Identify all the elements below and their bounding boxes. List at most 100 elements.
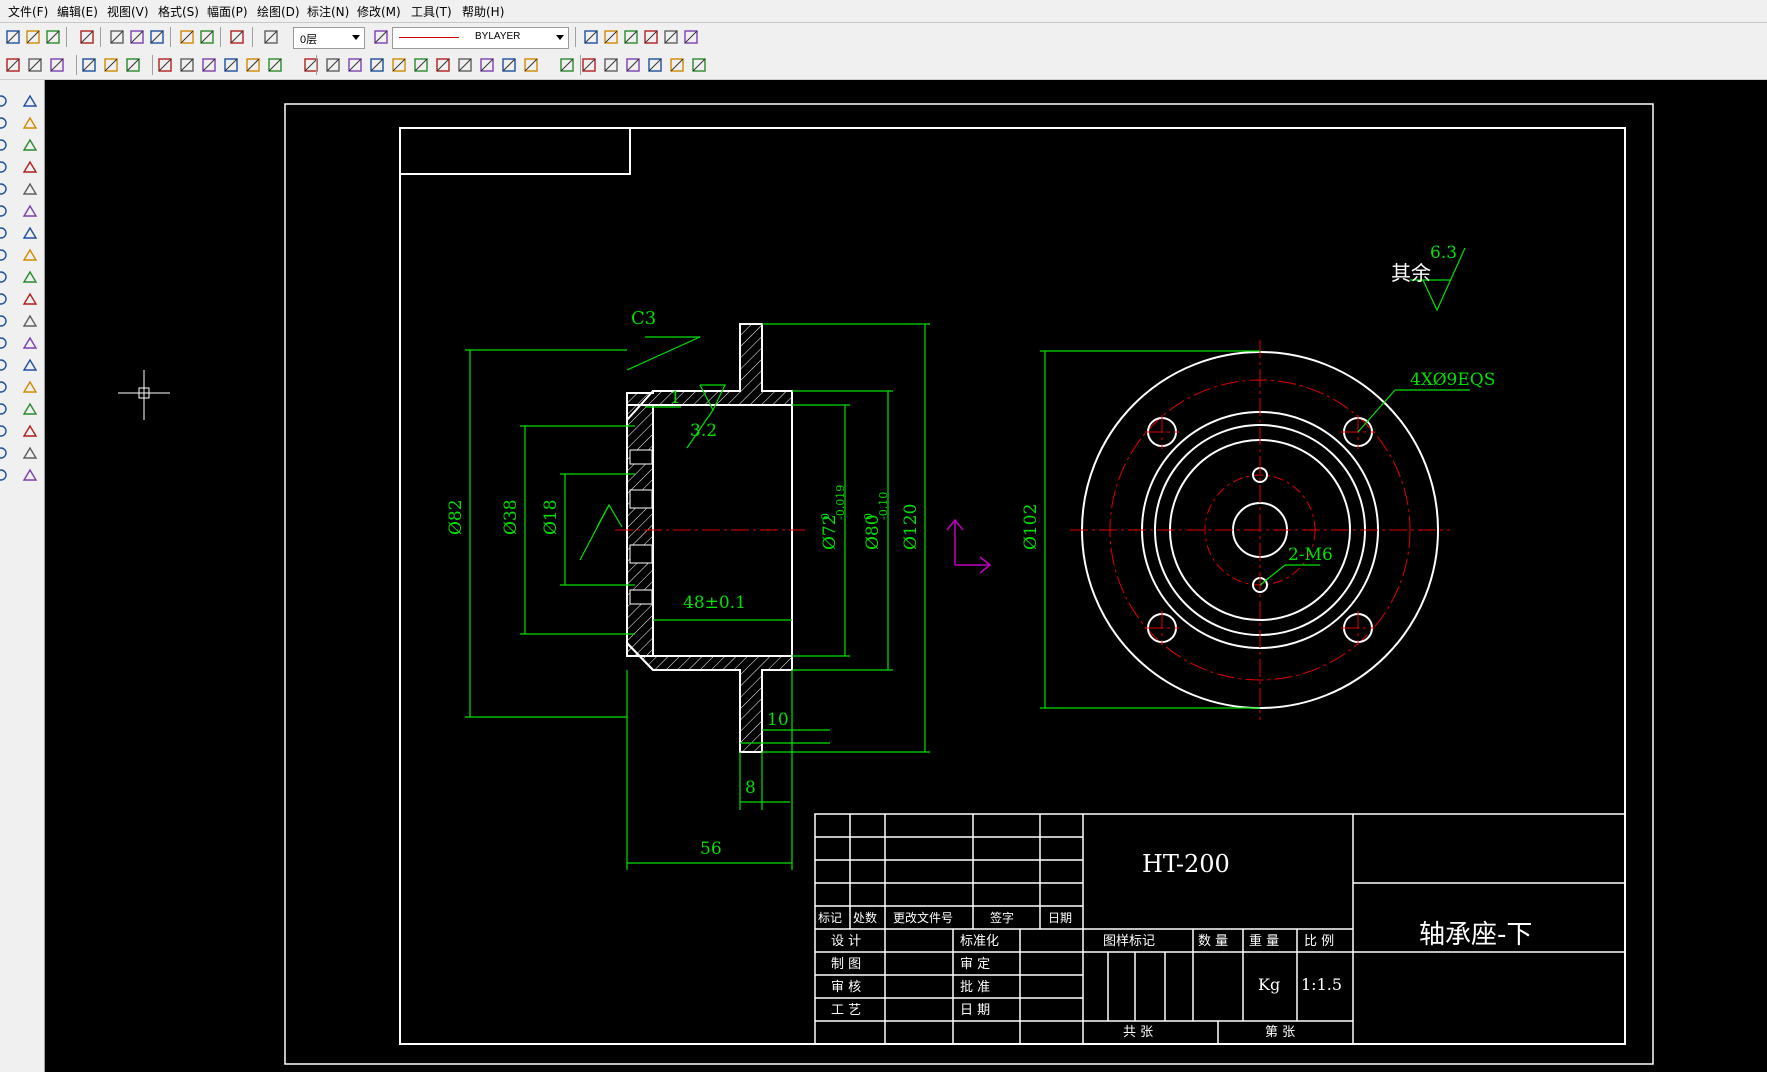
chevron-down-icon[interactable] <box>352 35 360 40</box>
trim-icon[interactable] <box>21 246 39 264</box>
ellipse-icon[interactable] <box>0 224 10 242</box>
undo-icon[interactable] <box>178 28 196 46</box>
print-icon[interactable] <box>78 28 96 46</box>
dim-edit-icon[interactable] <box>500 56 518 74</box>
block-icon[interactable] <box>124 56 142 74</box>
paste-icon[interactable] <box>148 28 166 46</box>
drawing-canvas[interactable]: C3 1 3.2 Ø82 Ø38 Ø18 48±0.1 Ø72 0 -0.019… <box>45 80 1767 1072</box>
new-file-icon[interactable] <box>4 28 22 46</box>
linetype-icon[interactable] <box>372 28 390 46</box>
arc-icon[interactable] <box>0 158 10 176</box>
center-mark-icon[interactable] <box>0 466 10 484</box>
align-icon[interactable] <box>21 422 39 440</box>
menu-draw[interactable]: 绘图(D) <box>257 5 300 19</box>
menu-format[interactable]: 格式(S) <box>158 5 199 19</box>
menu-dimension[interactable]: 标注(N) <box>307 5 350 19</box>
zoom-prev-icon[interactable] <box>668 56 686 74</box>
dim-ordinate-icon[interactable] <box>390 56 408 74</box>
snap-icon[interactable] <box>582 28 600 46</box>
explode-icon[interactable] <box>21 356 39 374</box>
help-icon[interactable] <box>228 28 246 46</box>
erase-icon[interactable] <box>21 92 39 110</box>
layer-combo[interactable]: 0层 <box>293 27 365 49</box>
dim-diameter-icon[interactable] <box>368 56 386 74</box>
polyline-icon[interactable] <box>0 312 10 330</box>
hatch-icon[interactable] <box>0 290 10 308</box>
redraw-icon[interactable] <box>602 56 620 74</box>
wipeout-icon[interactable] <box>0 444 10 462</box>
donut-icon[interactable] <box>0 268 10 286</box>
menu-modify[interactable]: 修改(M) <box>357 5 401 19</box>
menu-tools[interactable]: 工具(T) <box>411 5 452 19</box>
region-icon[interactable] <box>0 356 10 374</box>
redo-icon[interactable] <box>198 28 216 46</box>
point-icon[interactable] <box>0 378 10 396</box>
dim-baseline-icon[interactable] <box>412 56 430 74</box>
offset-icon[interactable] <box>21 378 39 396</box>
grid-icon[interactable] <box>642 28 660 46</box>
pan-icon[interactable] <box>558 56 576 74</box>
spline-icon[interactable] <box>178 56 196 74</box>
zoom-out-icon[interactable] <box>646 56 664 74</box>
properties-icon[interactable] <box>682 28 700 46</box>
line-icon[interactable] <box>0 92 10 110</box>
text-style-icon[interactable] <box>80 56 98 74</box>
ray-icon[interactable] <box>200 56 218 74</box>
circle-icon[interactable] <box>0 136 10 154</box>
insert-block-icon[interactable] <box>0 422 10 440</box>
chamfer-icon[interactable] <box>21 444 39 462</box>
scale-icon[interactable] <box>21 224 39 242</box>
circles-icon[interactable] <box>244 56 262 74</box>
dim-text-icon[interactable] <box>522 56 540 74</box>
fillet-icon[interactable] <box>21 268 39 286</box>
double-line-icon[interactable] <box>0 114 10 132</box>
save-icon[interactable] <box>44 28 62 46</box>
extend-icon[interactable] <box>21 312 39 330</box>
text-icon[interactable] <box>102 56 120 74</box>
move-icon[interactable] <box>266 56 284 74</box>
dim-dia102: Ø102 <box>1021 503 1041 550</box>
polar-icon[interactable] <box>622 28 640 46</box>
stretch-icon[interactable] <box>21 334 39 352</box>
dim-linear-icon[interactable] <box>302 56 320 74</box>
layer-icon[interactable] <box>262 28 280 46</box>
rectangle-icon[interactable] <box>0 202 10 220</box>
measure-icon[interactable] <box>580 56 598 74</box>
dim-angle-icon[interactable] <box>324 56 342 74</box>
open-folder-icon[interactable] <box>24 28 42 46</box>
leader-icon[interactable] <box>478 56 496 74</box>
dim-radius-icon[interactable] <box>346 56 364 74</box>
revcloud-icon[interactable] <box>0 334 10 352</box>
zoom-in-icon[interactable] <box>624 56 642 74</box>
dim-continue-icon[interactable] <box>434 56 452 74</box>
arc-icon[interactable] <box>156 56 174 74</box>
copy-object-icon[interactable] <box>21 136 39 154</box>
menu-edit[interactable]: 编辑(E) <box>57 5 98 19</box>
menu-view[interactable]: 视图(V) <box>107 5 149 19</box>
pointer-icon[interactable] <box>222 56 240 74</box>
linetype-combo[interactable]: BYLAYER <box>392 27 569 49</box>
tolerance-icon[interactable] <box>456 56 474 74</box>
zoom-realtime-icon[interactable] <box>690 56 708 74</box>
chevron-down-icon[interactable] <box>556 35 564 40</box>
zoom-extents-icon[interactable] <box>48 56 66 74</box>
zoom-window-icon[interactable] <box>4 56 22 74</box>
spline-icon[interactable] <box>0 180 10 198</box>
array-icon[interactable] <box>21 202 39 220</box>
menu-help[interactable]: 帮助(H) <box>462 5 505 19</box>
lengthen-icon[interactable] <box>21 400 39 418</box>
menu-sheet[interactable]: 幅面(P) <box>207 5 248 19</box>
copy-icon[interactable] <box>128 28 146 46</box>
text-a-icon[interactable] <box>0 400 10 418</box>
osnap-icon[interactable] <box>662 28 680 46</box>
polygon-icon[interactable] <box>0 246 10 264</box>
break-icon[interactable] <box>21 290 39 308</box>
ortho-icon[interactable] <box>602 28 620 46</box>
cut-icon[interactable] <box>108 28 126 46</box>
match-properties-icon[interactable] <box>21 466 39 484</box>
zoom-all-icon[interactable] <box>26 56 44 74</box>
menu-file[interactable]: 文件(F) <box>8 5 49 19</box>
mirror-icon[interactable] <box>21 158 39 176</box>
move-icon[interactable] <box>21 114 39 132</box>
rotate-icon[interactable] <box>21 180 39 198</box>
